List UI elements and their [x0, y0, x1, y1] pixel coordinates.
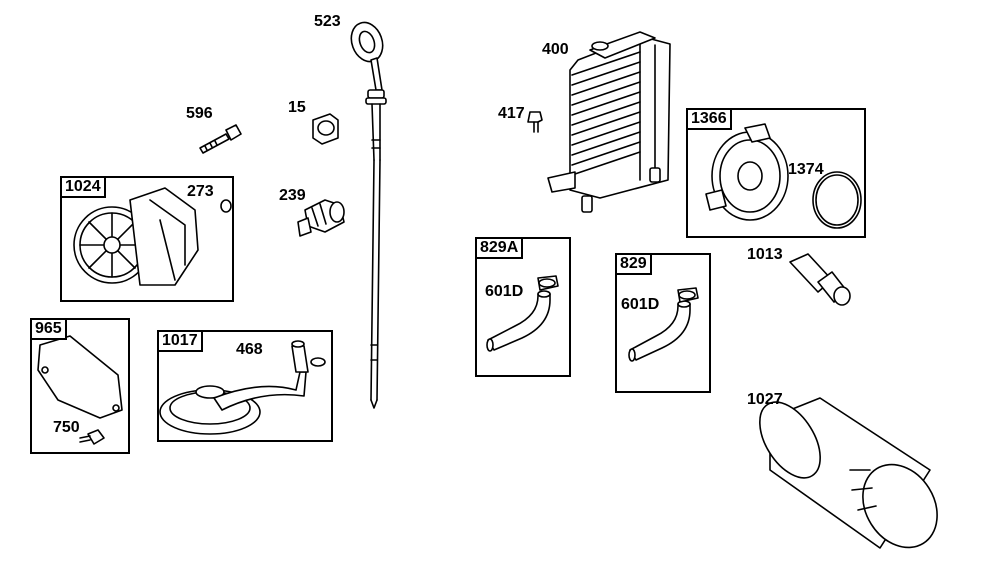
- label-1013: 1013: [747, 246, 783, 263]
- box-829A: 829A: [475, 237, 571, 377]
- box-label-965: 965: [32, 320, 67, 340]
- label-273: 273: [187, 183, 214, 200]
- part-239-sensor: [297, 199, 345, 237]
- box-label-1017: 1017: [159, 332, 203, 352]
- box-label-1024: 1024: [62, 178, 106, 198]
- label-400: 400: [542, 41, 569, 58]
- label-601D-a: 601D: [485, 283, 524, 300]
- part-1024-pump: [73, 187, 232, 286]
- part-1017-pickup: [159, 340, 326, 435]
- label-523: 523: [314, 13, 341, 30]
- box-label-1366: 1366: [688, 110, 732, 130]
- label-15: 15: [288, 99, 306, 116]
- part-829A-hose: [486, 275, 559, 352]
- part-15-fitting: [312, 113, 339, 145]
- label-601D-b: 601D: [621, 296, 660, 313]
- box-label-829: 829: [617, 255, 652, 275]
- part-523-dipstick: [350, 21, 387, 409]
- label-750: 750: [53, 419, 80, 436]
- box-1024: 1024: [60, 176, 234, 302]
- box-label-829A: 829A: [477, 239, 524, 259]
- label-468: 468: [236, 341, 263, 358]
- part-417-bolt: [527, 111, 543, 133]
- part-596-bolt: [199, 124, 242, 154]
- box-1017: 1017: [157, 330, 333, 442]
- label-596: 596: [186, 105, 213, 122]
- part-965-cover: [37, 335, 123, 445]
- box-1366: 1366: [686, 108, 866, 238]
- part-1027-filter: [759, 397, 938, 549]
- label-1027: 1027: [747, 391, 783, 408]
- part-1013-nipple: [789, 253, 851, 306]
- part-829-hose: [628, 287, 699, 362]
- label-417: 417: [498, 105, 525, 122]
- box-965: 965: [30, 318, 130, 454]
- label-1374: 1374: [788, 161, 824, 178]
- label-239: 239: [279, 187, 306, 204]
- part-1366-adapter: [705, 123, 862, 229]
- box-829: 829: [615, 253, 711, 393]
- part-400-cooler: [547, 31, 671, 213]
